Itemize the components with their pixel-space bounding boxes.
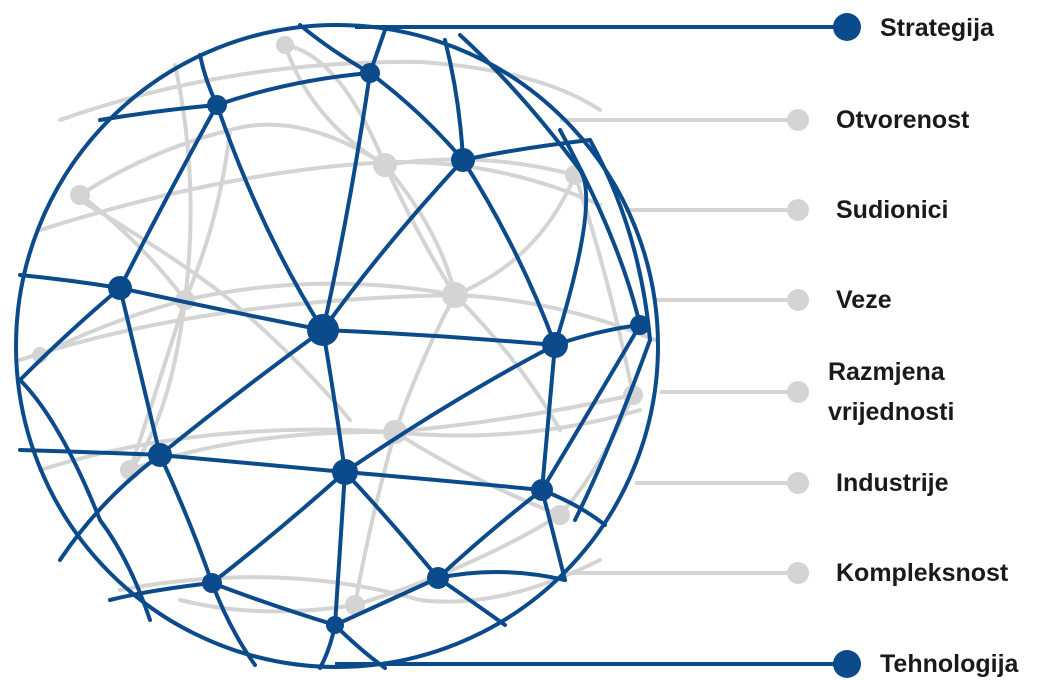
globe-outline <box>14 23 660 669</box>
label-razmjena-line1: Razmjena <box>828 358 945 386</box>
label-industrije: Industrije <box>836 469 949 497</box>
label-bullets <box>787 13 861 678</box>
bullet-sudionici <box>787 199 809 221</box>
bullet-tehnologija <box>833 650 861 678</box>
label-kompleksnost: Kompleksnost <box>836 559 1009 587</box>
label-sudionici: Sudionici <box>836 196 949 224</box>
label-tehnologija: Tehnologija <box>880 650 1019 678</box>
label-strategija: Strategija <box>880 14 994 42</box>
label-connectors <box>335 25 845 666</box>
front-network-lines <box>18 23 652 670</box>
bullet-strategija <box>833 13 861 41</box>
label-veze: Veze <box>836 286 892 314</box>
bullet-kompleksnost <box>787 562 809 584</box>
bullet-otvorenost <box>787 109 809 131</box>
label-razmjena-line2: vrijednosti <box>828 398 955 426</box>
bullet-razmjena <box>787 381 809 403</box>
bullet-veze <box>787 289 809 311</box>
front-network-nodes <box>108 63 650 634</box>
bullet-industrije <box>787 472 809 494</box>
label-otvorenost: Otvorenost <box>836 106 970 134</box>
back-network-lines <box>18 43 657 614</box>
